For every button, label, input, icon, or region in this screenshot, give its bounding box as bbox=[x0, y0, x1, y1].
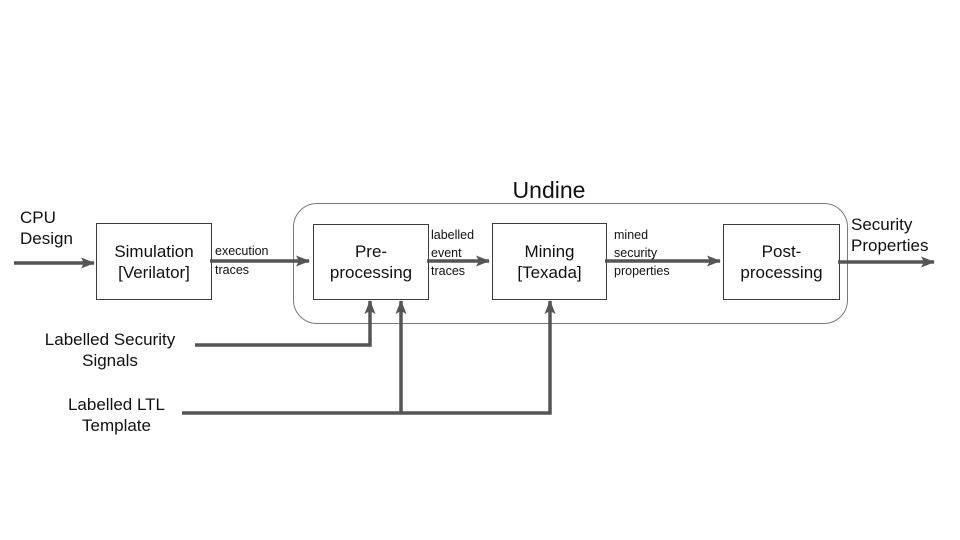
labelled-ltl-template-label: Labelled LTL Template bbox=[67, 395, 166, 435]
post-processing-box: Post- processing bbox=[723, 224, 840, 300]
undine-title: Undine bbox=[512, 177, 586, 203]
mined-security-properties-label: mined security properties bbox=[614, 228, 670, 278]
simulation-box: Simulation [Verilator] bbox=[96, 223, 212, 300]
security-properties-label: Security Properties bbox=[851, 215, 929, 255]
pre-processing-box: Pre- processing bbox=[313, 224, 429, 300]
cpu-design-label: CPU Design bbox=[20, 208, 73, 248]
labelled-security-signals-label: Labelled Security Signals bbox=[44, 330, 176, 370]
labelled-event-traces-label: labelled event traces bbox=[431, 228, 475, 278]
mining-box: Mining [Texada] bbox=[492, 223, 607, 300]
execution-traces-label: execution traces bbox=[215, 244, 269, 277]
